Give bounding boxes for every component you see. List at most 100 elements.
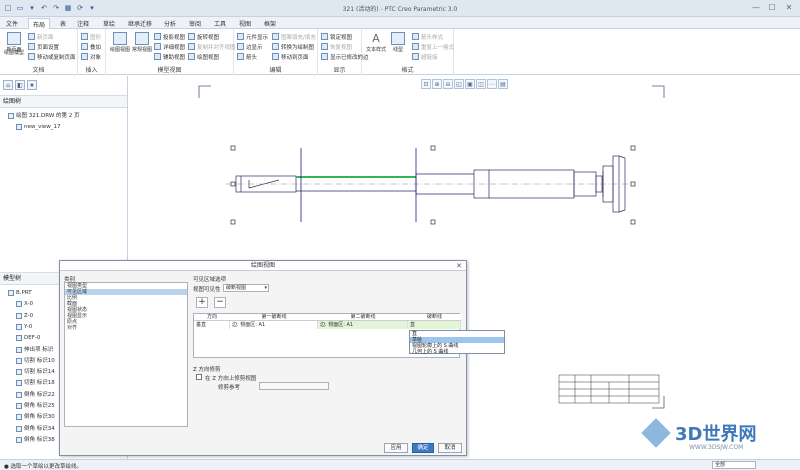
- category-item[interactable]: 对齐: [67, 325, 78, 331]
- projection-view-button[interactable]: 投影视图: [154, 32, 185, 41]
- edge-display-button[interactable]: 边显示: [237, 42, 263, 51]
- grid-cell-first-break[interactable]: 边: 侧面区: A1: [230, 321, 318, 329]
- category-item[interactable]: 视图状态: [67, 307, 88, 313]
- display-style-icon[interactable]: ▣: [465, 79, 475, 89]
- tab-framework[interactable]: 框架: [264, 21, 277, 28]
- z-trim-checkbox[interactable]: [196, 374, 202, 380]
- model-tree-item[interactable]: 倒角 标识34: [16, 424, 55, 434]
- add-break-button[interactable]: +: [196, 297, 208, 308]
- view-handles[interactable]: [230, 145, 636, 225]
- folder-browser-icon[interactable]: ◧: [15, 80, 25, 90]
- drawing-model-big-button[interactable]: 绘图模型: [3, 50, 24, 56]
- open-dropdown-icon[interactable]: ▾: [30, 4, 34, 12]
- arrow-style-button[interactable]: 箭头样式: [412, 32, 443, 41]
- datum-display-icon[interactable]: ◫: [476, 79, 486, 89]
- minimize-button[interactable]: —: [752, 3, 760, 12]
- break-style-option[interactable]: 视图轮廓上的 S 曲线: [412, 343, 459, 349]
- convert-to-draft-button[interactable]: 转换为绘制图: [272, 42, 314, 51]
- new-page-button[interactable]: 新页面: [28, 32, 54, 41]
- revolved-view-button[interactable]: 旋转视图: [188, 32, 219, 41]
- detail-view-button[interactable]: 详细视图: [154, 42, 185, 51]
- category-item[interactable]: 比例: [67, 295, 78, 301]
- hatch-fill-button[interactable]: 图案填充/填充: [272, 32, 316, 41]
- dialog-close-icon[interactable]: ✕: [456, 262, 462, 270]
- ok-button[interactable]: 确定: [412, 443, 434, 453]
- model-tree-item[interactable]: 伸出项 标识: [16, 345, 53, 355]
- arrow-button[interactable]: 箭头: [237, 52, 257, 61]
- auxiliary-view-button[interactable]: 辅助视图: [154, 52, 185, 61]
- refit-icon[interactable]: ⊡: [421, 79, 431, 89]
- overlay-button[interactable]: 叠加: [81, 42, 101, 51]
- visibility-dropdown[interactable]: 破断视图▾: [223, 284, 269, 292]
- line-style-big-button[interactable]: 线型: [386, 31, 410, 63]
- tab-analysis[interactable]: 分析: [164, 21, 177, 28]
- redo-icon[interactable]: ↷: [53, 4, 59, 12]
- model-tree-item[interactable]: 倒角 标识25: [16, 401, 55, 411]
- tab-view[interactable]: 视图: [239, 21, 252, 28]
- copy-align-view-button[interactable]: 复制并对齐视图: [188, 42, 236, 51]
- object-button[interactable]: 对象: [81, 52, 101, 61]
- new-file-icon[interactable]: ▭: [16, 4, 24, 12]
- page-setup-button[interactable]: 页面设置: [28, 42, 59, 51]
- model-tree-item[interactable]: 切割 标识10: [16, 356, 55, 366]
- break-style-option[interactable]: 草绘: [410, 337, 504, 343]
- model-tree-item[interactable]: B.PRT: [8, 288, 32, 298]
- model-tree-item[interactable]: 倒角 标识22: [16, 390, 55, 400]
- grid-cell-break-style[interactable]: 直: [408, 321, 461, 329]
- zoom-in-icon[interactable]: ⊕: [432, 79, 442, 89]
- sheets-icon[interactable]: ▤: [498, 79, 508, 89]
- restore-view-button[interactable]: 恢复视图: [321, 42, 352, 51]
- tab-sketch[interactable]: 草绘: [103, 21, 116, 28]
- graphics-button[interactable]: 图形: [81, 32, 101, 41]
- grid-cell-direction[interactable]: 垂直: [194, 321, 230, 329]
- remove-break-button[interactable]: −: [214, 297, 226, 308]
- new-page-big-button[interactable]: 新页面: [2, 31, 26, 63]
- drawing-view-big-button[interactable]: 绘图视图: [108, 31, 132, 63]
- move-to-page-button[interactable]: 移动到页面: [272, 52, 309, 61]
- trim-ref-field[interactable]: [259, 382, 329, 390]
- category-item[interactable]: 截面: [67, 301, 78, 307]
- show-modified-edges-button[interactable]: 显示已修改的边: [321, 52, 369, 61]
- tree-item-sheet[interactable]: 绘图 321.DRW 的第 2 页: [8, 111, 80, 121]
- tab-annotate[interactable]: 注释: [77, 21, 90, 28]
- tab-file[interactable]: 文件: [6, 21, 19, 28]
- model-tree-item[interactable]: 切割 标识14: [16, 367, 55, 377]
- general-view-big-button[interactable]: 常规视图: [130, 31, 154, 63]
- quick-access-dropdown-icon[interactable]: ▾: [90, 4, 94, 12]
- selection-filter-dropdown[interactable]: 全部: [712, 461, 756, 469]
- model-tree-tool-icon[interactable]: ⌂: [3, 80, 13, 90]
- lock-view-button[interactable]: 锁定视图: [321, 32, 352, 41]
- maximize-button[interactable]: ☐: [768, 3, 776, 12]
- repaint-icon[interactable]: ◱: [454, 79, 464, 89]
- tab-table[interactable]: 表: [60, 21, 67, 28]
- tree-item-view[interactable]: new_view_17: [16, 122, 61, 132]
- category-item[interactable]: 视图显示: [67, 313, 88, 319]
- tab-review[interactable]: 审阅: [189, 21, 202, 28]
- model-tree-item[interactable]: 倒角 标识38: [16, 435, 55, 445]
- break-style-option[interactable]: 几何上的 S 曲线: [412, 349, 449, 355]
- tab-layout[interactable]: 布局: [28, 18, 51, 29]
- regenerate-icon[interactable]: ⟳: [77, 4, 83, 12]
- window-icon[interactable]: ▦: [64, 4, 72, 12]
- model-tree-item[interactable]: Y-0: [16, 322, 32, 332]
- close-window-button[interactable]: ✕: [785, 3, 793, 12]
- model-tree-item[interactable]: 切割 标识18: [16, 378, 55, 388]
- favorites-icon[interactable]: ★: [27, 80, 37, 90]
- annotation-display-icon[interactable]: ⋯: [487, 79, 497, 89]
- zoom-out-icon[interactable]: ⊖: [443, 79, 453, 89]
- drawing-tree-header[interactable]: 绘图树: [0, 95, 127, 108]
- cancel-button[interactable]: 取消: [438, 443, 462, 453]
- model-tree-item[interactable]: 倒角 标识30: [16, 412, 55, 422]
- repeat-last-format-button[interactable]: 重复上一格式: [412, 42, 454, 51]
- grid-cell-second-break[interactable]: 边: 侧面区: A1: [318, 321, 408, 329]
- category-item[interactable]: 可见区域: [65, 289, 187, 295]
- component-display-button[interactable]: 元件显示: [237, 32, 268, 41]
- model-tree-item[interactable]: X-0: [16, 299, 33, 309]
- tab-tools[interactable]: 工具: [214, 21, 227, 28]
- category-item[interactable]: 原点: [67, 319, 78, 325]
- undo-icon[interactable]: ↶: [41, 4, 47, 12]
- tab-legacy-migration[interactable]: 继承迁移: [128, 21, 153, 28]
- move-copy-page-button[interactable]: 移动或复制页面: [28, 52, 76, 61]
- model-tree-item[interactable]: Z-0: [16, 311, 33, 321]
